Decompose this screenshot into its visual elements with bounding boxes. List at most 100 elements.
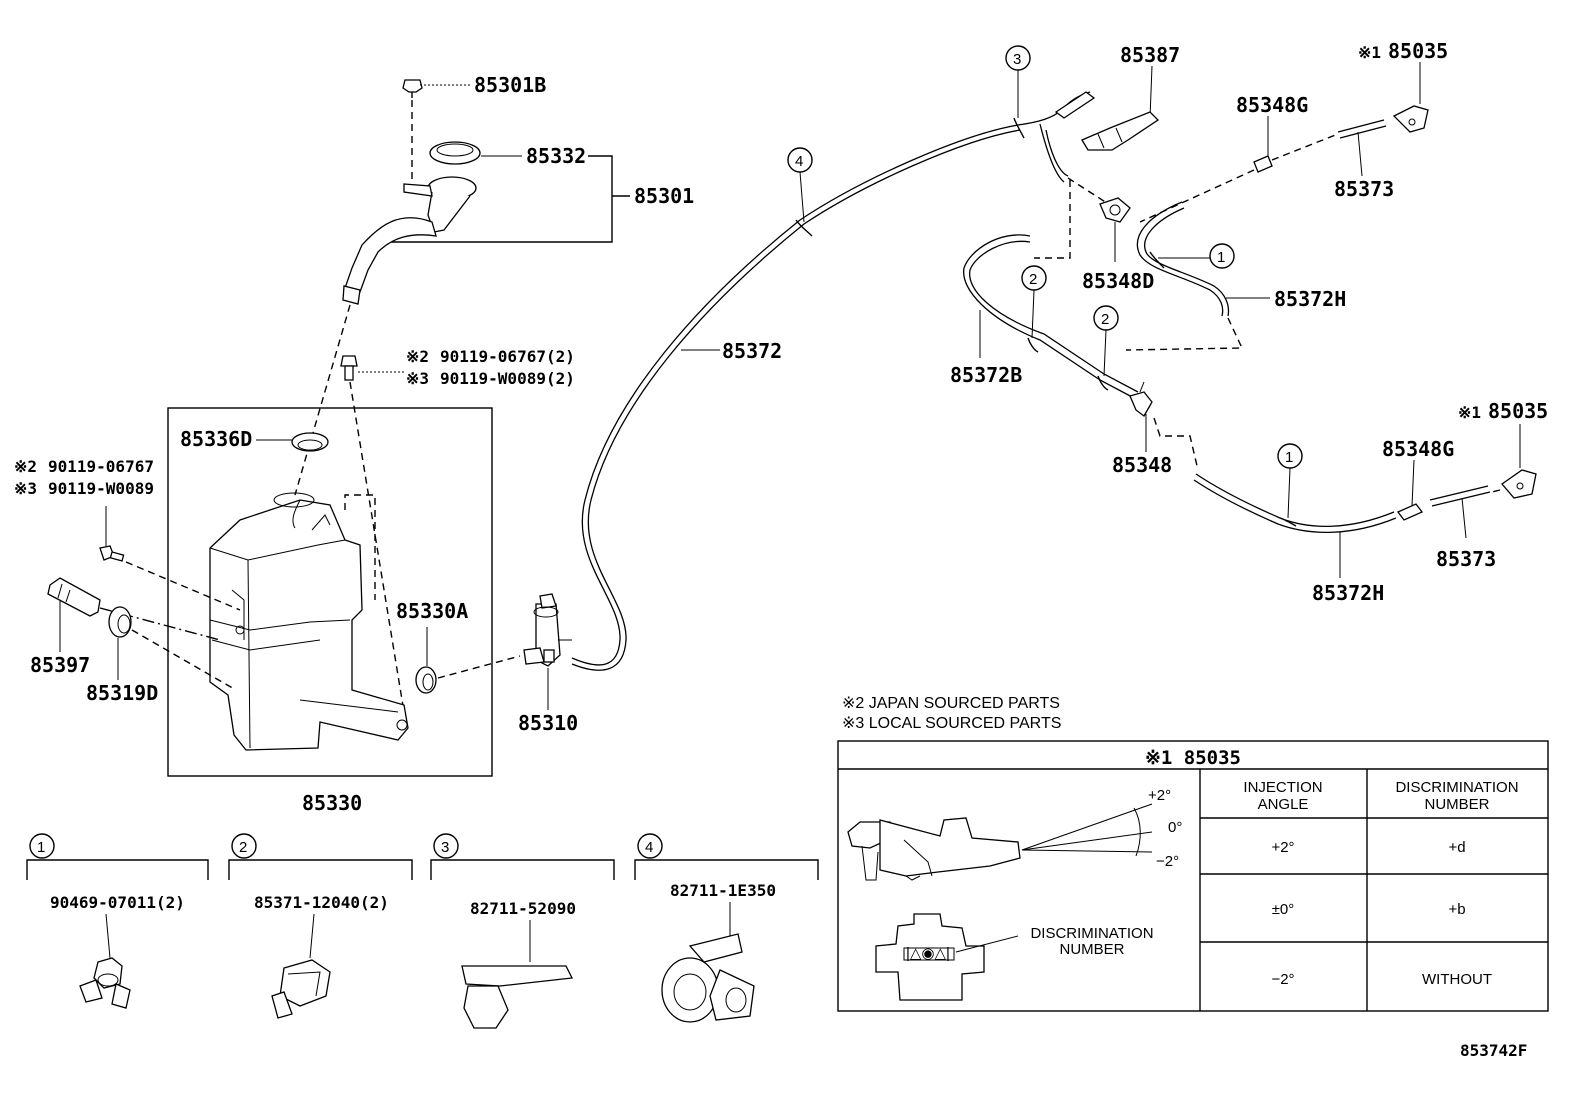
cap-85332-icon[interactable]	[429, 141, 481, 165]
label-85301: 85301	[634, 184, 694, 208]
circle-marker-2a[interactable]: 2	[1021, 265, 1047, 291]
svg-text:4: 4	[645, 839, 653, 856]
joint-85348-icon[interactable]	[1129, 381, 1153, 417]
tank-box	[167, 407, 493, 777]
svg-text:4: 4	[795, 153, 803, 170]
nozzle-85035-mid-icon[interactable]	[1501, 469, 1537, 499]
clip-3-icon	[461, 965, 573, 1029]
header-angle: ANGLE	[1258, 796, 1309, 813]
nozzle-85035-top-icon[interactable]	[1392, 105, 1429, 133]
row1-angle: +2°	[1271, 839, 1294, 856]
row2-number: +b	[1448, 901, 1465, 918]
clip-callout-1[interactable]: 1 90469-07011(2)	[26, 833, 209, 1009]
svg-text:3: 3	[1013, 51, 1021, 68]
main-hose-group: 85372	[571, 91, 1091, 671]
tank-group: ※2 90119-06767(2) ※3 90119-W0089(2) 8533…	[14, 347, 575, 815]
clip-4-part-number: 82711-1E350	[670, 881, 776, 900]
angle-zero-label: 0°	[1168, 819, 1182, 836]
mark-2-top: ※2	[406, 347, 429, 366]
label-85348: 85348	[1112, 453, 1172, 477]
nozzle-group: 85387 85348D	[1034, 43, 1180, 293]
joint-85348g-mid-icon[interactable]	[1396, 503, 1424, 521]
label-bolt-left-local: 90119-W0089	[48, 479, 154, 498]
grommet-85319d-icon[interactable]	[108, 606, 132, 638]
mark-2-left: ※2	[14, 457, 37, 476]
label-85348g-top: 85348G	[1236, 93, 1308, 117]
note-japan-sourced: ※2 JAPAN SOURCED PARTS	[842, 695, 1060, 712]
label-85319d: 85319D	[86, 681, 158, 705]
bolt-left-icon[interactable]	[99, 545, 125, 562]
label-85373-mid: 85373	[1436, 547, 1496, 571]
svg-text:2: 2	[1101, 311, 1109, 328]
circle-marker-1a[interactable]: 1	[1209, 243, 1235, 269]
grommet-85336d-icon[interactable]	[291, 432, 329, 452]
figure-code: 853742F	[1460, 1041, 1527, 1060]
nozzle-85387-icon[interactable]	[1081, 111, 1160, 151]
row1-number: +d	[1448, 839, 1465, 856]
mark-3-top: ※3	[406, 369, 429, 388]
row3-number: WITHOUT	[1422, 971, 1492, 988]
mark-3-left: ※3	[14, 479, 37, 498]
nozzle-angle-illustration: +2° 0° −2°	[847, 787, 1182, 881]
label-85387: 85387	[1120, 43, 1180, 67]
svg-text:1: 1	[1285, 449, 1293, 466]
label-bolt-top-local: 90119-W0089(2)	[440, 369, 575, 388]
row2-angle: ±0°	[1272, 901, 1295, 918]
discrimination-illustration: |△◉△| DISCRIMINATION NUMBER	[875, 913, 1154, 1001]
label-85332: 85332	[526, 144, 586, 168]
label-85301b: 85301B	[474, 73, 546, 97]
angle-minus-label: −2°	[1156, 853, 1179, 870]
circle-marker-3[interactable]: 3	[1005, 45, 1031, 71]
label-85397: 85397	[30, 653, 90, 677]
label-bolt-left-japan: 90119-06767	[48, 457, 154, 476]
label-85373-top: 85373	[1334, 177, 1394, 201]
label-85035-top: 85035	[1388, 39, 1448, 63]
clip-callout-3[interactable]: 3 82711-52090	[430, 833, 615, 1029]
angle-plus-label: +2°	[1148, 787, 1171, 804]
svg-text:|△◉△|: |△◉△|	[906, 945, 950, 962]
clip-callout-2[interactable]: 2 85371-12040(2)	[228, 833, 413, 1019]
branch-group: 2 2 85372B 85348	[950, 234, 1199, 477]
header-injection: INJECTION	[1243, 779, 1322, 796]
label-85035-mid: 85035	[1488, 399, 1548, 423]
bolt-85301b-icon[interactable]	[402, 79, 423, 98]
grommet-85330a-icon[interactable]	[415, 666, 437, 694]
circle-marker-4[interactable]: 4	[787, 147, 813, 173]
svg-text:3: 3	[441, 839, 449, 856]
label-85310: 85310	[518, 711, 578, 735]
connector-85348d-icon[interactable]	[1099, 197, 1131, 223]
note-local-sourced: ※3 LOCAL SOURCED PARTS	[842, 715, 1061, 732]
header-number: NUMBER	[1424, 796, 1489, 813]
clip-4-icon	[661, 933, 755, 1023]
label-bolt-top-japan: 90119-06767(2)	[440, 347, 575, 366]
pump-group: 85310	[437, 593, 578, 735]
discrimination-table: ※1 85035 INJECTION ANGLE DISCRIMINATION …	[837, 740, 1549, 1012]
washer-tank-icon[interactable]	[209, 492, 409, 751]
lower-right-group: ※1 85035 85373 85348G 1 85372H	[1193, 399, 1548, 605]
label-85330: 85330	[302, 791, 362, 815]
clip-2-part-number: 85371-12040(2)	[254, 893, 389, 912]
mark-1-top: ※1	[1358, 43, 1381, 62]
circle-marker-1b[interactable]: 1	[1277, 443, 1303, 469]
joint-85348g-top-icon[interactable]	[1253, 155, 1273, 173]
sensor-85397-icon[interactable]	[47, 577, 101, 617]
row3-angle: −2°	[1271, 971, 1294, 988]
disc-label-line1: DISCRIMINATION	[1030, 925, 1153, 942]
pump-85310-icon[interactable]	[523, 593, 572, 667]
filler-neck-icon[interactable]	[342, 176, 477, 305]
svg-text:1: 1	[37, 839, 45, 856]
label-85372b: 85372B	[950, 363, 1022, 387]
label-85372h-top: 85372H	[1274, 287, 1346, 311]
header-discrimination: DISCRIMINATION	[1395, 779, 1518, 796]
svg-text:2: 2	[1029, 271, 1037, 288]
label-85372h-bot: 85372H	[1312, 581, 1384, 605]
bolt-top-icon[interactable]	[340, 355, 358, 381]
label-85372: 85372	[722, 339, 782, 363]
nozzle-upper-icon[interactable]	[1054, 91, 1096, 119]
label-85348d: 85348D	[1082, 269, 1154, 293]
clip-callout-4[interactable]: 4 82711-1E350	[634, 833, 819, 1023]
circle-marker-2b[interactable]: 2	[1093, 305, 1119, 331]
label-85330a: 85330A	[396, 599, 468, 623]
upper-right-group: ※1 85035 85373 85348G 1 85372H	[1125, 39, 1448, 351]
